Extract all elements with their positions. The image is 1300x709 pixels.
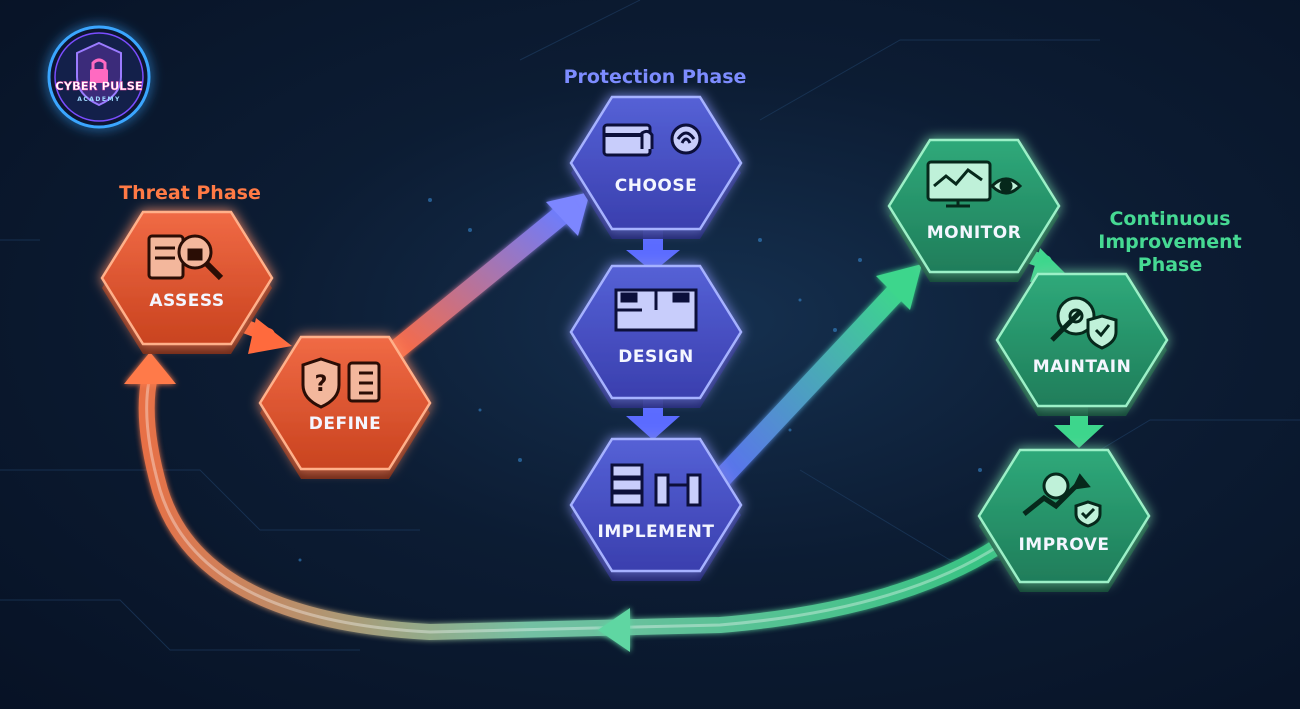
step-label-choose: CHOOSE [615, 176, 697, 196]
step-maintain: MAINTAIN [995, 272, 1169, 416]
cyber-pulse-logo: CYBER PULSE ACADEMY [47, 25, 151, 129]
bulb-growth-shield-icon [1022, 472, 1102, 528]
step-label-monitor: MONITOR [927, 223, 1022, 243]
monitor-eye-icon [926, 160, 1023, 208]
step-implement: IMPLEMENT [569, 437, 743, 581]
phase-title-threat: Threat Phase [119, 182, 261, 204]
logo-title: CYBER PULSE [55, 79, 143, 93]
phase-title-protection: Protection Phase [563, 66, 747, 88]
shield-question-checklist-icon: ? [301, 357, 381, 409]
svg-text:?: ? [315, 372, 328, 397]
phase-title-improvement: Continuous Improvement Phase [1090, 208, 1250, 277]
step-label-assess: ASSESS [149, 291, 224, 311]
phase-title-improvement-line3: Phase [1137, 254, 1203, 276]
document-search-lock-icon [147, 234, 224, 281]
step-assess: ASSESS [100, 210, 274, 354]
phase-title-improvement-line2: Improvement [1098, 231, 1242, 253]
step-define: ? DEFINE [258, 335, 432, 479]
arrow-define-to-choose [380, 192, 590, 365]
phase-title-improvement-line1: Continuous [1109, 208, 1231, 230]
logo-subtitle: ACADEMY [77, 96, 121, 103]
step-design: DESIGN [569, 264, 743, 408]
floorplan-camera-icon [614, 288, 698, 332]
step-label-implement: IMPLEMENT [597, 522, 714, 542]
step-choose: CHOOSE [569, 95, 743, 239]
card-fingerprint-icon [602, 123, 702, 157]
return-arc [124, 352, 1008, 652]
step-monitor: MONITOR [887, 138, 1061, 282]
step-label-improve: IMPROVE [1018, 535, 1109, 555]
step-improve: IMPROVE [977, 448, 1151, 592]
arrow-implement-to-monitor [712, 264, 922, 488]
step-label-design: DESIGN [618, 347, 693, 367]
gear-wrench-shield-icon [1050, 296, 1118, 350]
step-label-define: DEFINE [309, 414, 382, 434]
server-turnstile-icon [610, 463, 702, 507]
step-label-maintain: MAINTAIN [1033, 357, 1132, 377]
